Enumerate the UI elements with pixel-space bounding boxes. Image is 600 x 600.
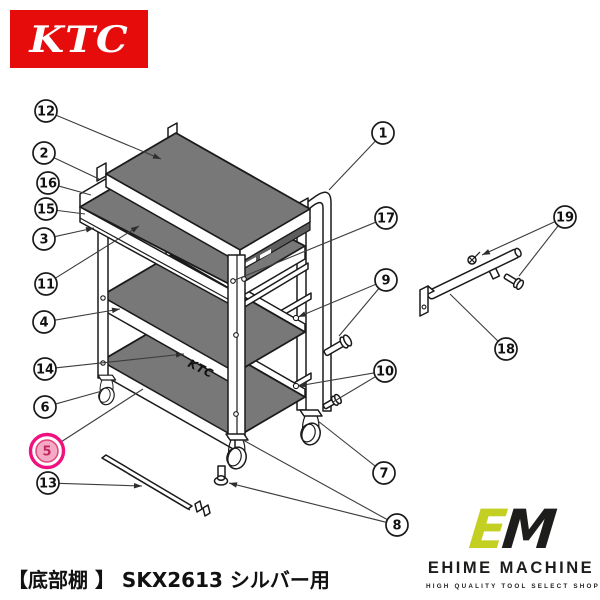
svg-text:19: 19 [556, 211, 574, 226]
bolt-part9 [323, 334, 353, 357]
cart-illustration: KTC [79, 122, 353, 517]
callout-15: 15 [34, 197, 86, 221]
svg-text:5: 5 [42, 445, 51, 460]
top-shelf [96, 122, 311, 273]
caster-bolt-part8 [213, 465, 229, 486]
callout-19: 19 [481, 205, 577, 277]
callout-7: 7 [317, 420, 396, 485]
callout-6: 6 [33, 390, 103, 419]
svg-text:12: 12 [37, 105, 55, 120]
bracket-bar-part18 [419, 247, 522, 317]
handle [236, 191, 332, 412]
callout-4: 4 [32, 307, 121, 334]
svg-text:2: 2 [39, 147, 48, 162]
em-mark-m: M [499, 497, 556, 561]
caster-right [299, 409, 323, 446]
svg-text:3: 3 [39, 233, 48, 248]
leg-front-right [227, 254, 246, 438]
callout-16: 16 [36, 171, 92, 196]
svg-text:11: 11 [37, 278, 55, 293]
callout-17: 17 [234, 206, 398, 281]
callout-2: 2 [32, 141, 100, 180]
callout-13: 13 [36, 471, 143, 495]
em-mark: EM [423, 498, 598, 561]
screws-part19 [467, 251, 525, 291]
caption-part-title: 【底部棚 】 SKX2613 シルバー用 [8, 568, 330, 592]
ehime-logo-tagline: HIGH QUALITY TOOL SELECT SHOP [426, 583, 600, 590]
svg-text:14: 14 [36, 363, 54, 378]
callout-14: 14 [33, 352, 185, 381]
svg-text:7: 7 [379, 467, 388, 482]
ktc-logo: KTC [10, 10, 148, 68]
callout-10: 10 [297, 359, 397, 403]
svg-text:8: 8 [392, 519, 401, 534]
callout-11: 11 [34, 225, 140, 296]
svg-text:15: 15 [37, 203, 55, 218]
svg-text:6: 6 [40, 401, 49, 416]
svg-text:1: 1 [378, 127, 387, 142]
ehime-logo-name: EHIME MACHINE [427, 559, 595, 577]
callout-8: 8 [228, 439, 409, 537]
caster-front [225, 433, 249, 470]
ktc-logo-text: KTC [29, 17, 129, 61]
callout-5: 5 [28, 388, 144, 470]
caster-front-left [97, 374, 117, 406]
svg-text:18: 18 [497, 343, 515, 358]
svg-text:10: 10 [376, 365, 394, 380]
clip-part13 [194, 500, 211, 517]
frame-screws [100, 276, 300, 417]
svg-text:17: 17 [377, 212, 395, 227]
ehime-machine-logo: EM EHIME MACHINE HIGH QUALITY TOOL SELEC… [423, 498, 600, 590]
callout-18: 18 [449, 293, 518, 361]
callout-3: 3 [32, 226, 95, 251]
svg-text:4: 4 [39, 316, 48, 331]
callout-1: 1 [328, 121, 395, 191]
svg-text:13: 13 [39, 477, 57, 492]
strip-part13 [101, 454, 193, 511]
svg-text:16: 16 [39, 177, 57, 192]
callout-9: 9 [297, 268, 398, 337]
callout-12: 12 [34, 99, 162, 160]
svg-text:9: 9 [381, 274, 390, 289]
